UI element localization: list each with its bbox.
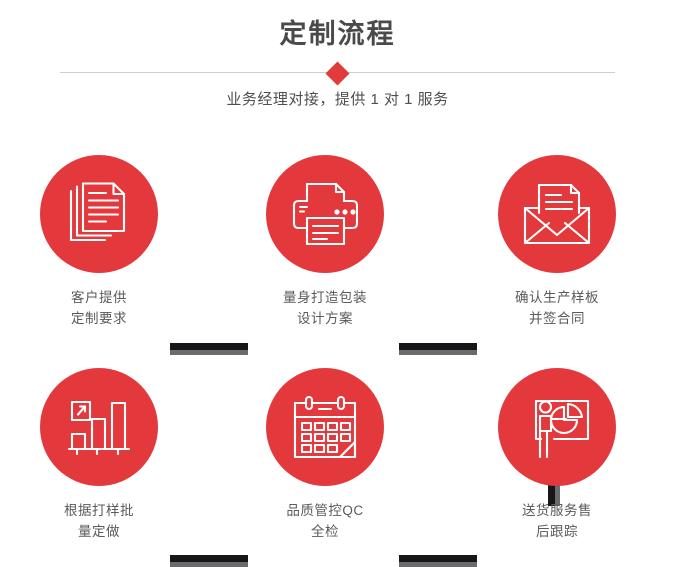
step-6-label: 送货服务售 后跟踪 (522, 503, 592, 539)
step-5-circle (266, 368, 384, 486)
envelope-document-icon (523, 183, 591, 245)
step-4-circle (40, 368, 158, 486)
bar-chart-growth-icon (68, 397, 130, 457)
step-2-label: 量身打造包装 设计方案 (283, 290, 367, 326)
step-2-circle (266, 155, 384, 273)
step-3[interactable]: 确认生产样板 并签合同 (477, 155, 637, 329)
page-title: 定制流程 (279, 19, 396, 49)
connector-bar (170, 343, 248, 350)
connector-step3-to-step6 (548, 468, 560, 506)
step-5[interactable]: 品质管控QC 全检 (245, 368, 405, 542)
connector-step5-to-step6 (399, 555, 477, 567)
connector-shadow (555, 468, 560, 506)
step-1[interactable]: 客户提供 定制要求 (19, 155, 179, 329)
connector-bar (170, 555, 248, 562)
header: 定制流程 业务经理对接，提供 1 对 1 服务 (0, 0, 675, 130)
step-2[interactable]: 量身打造包装 设计方案 (245, 155, 405, 329)
connector-shadow (170, 350, 248, 355)
connector-bar (399, 555, 477, 562)
calendar-icon (293, 395, 357, 459)
connector-step4-to-step5 (170, 555, 248, 567)
connector-bar (548, 468, 555, 506)
page-subtitle: 业务经理对接，提供 1 对 1 服务 (226, 91, 449, 108)
process-flow: 客户提供 定制要求 (0, 130, 675, 567)
connector-shadow (170, 562, 248, 567)
step-6-circle (498, 368, 616, 486)
step-1-circle (40, 155, 158, 273)
connector-shadow (399, 350, 477, 355)
step-1-label: 客户提供 定制要求 (71, 290, 127, 326)
connector-bar (399, 343, 477, 350)
step-3-circle (498, 155, 616, 273)
diamond-icon (325, 60, 350, 86)
presentation-pie-chart-icon (524, 395, 590, 459)
step-5-label: 品质管控QC 全检 (286, 503, 364, 539)
connector-step2-to-step3 (399, 343, 477, 355)
printer-icon (292, 182, 358, 246)
step-4-label: 根据打样批 量定做 (64, 503, 134, 539)
step-3-label: 确认生产样板 并签合同 (515, 290, 599, 326)
connector-shadow (399, 562, 477, 567)
documents-stack-icon (68, 182, 130, 246)
step-6[interactable]: 送货服务售 后跟踪 (477, 368, 637, 542)
connector-step1-to-step2 (170, 343, 248, 355)
title-divider (60, 60, 615, 86)
step-4[interactable]: 根据打样批 量定做 (19, 368, 179, 542)
